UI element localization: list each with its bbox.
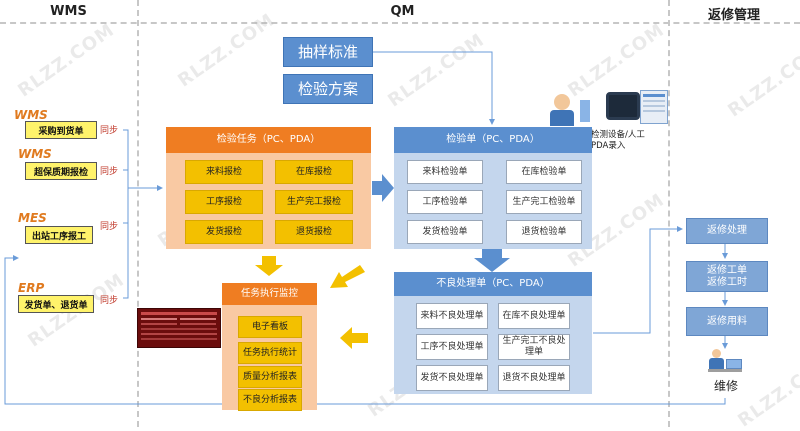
lane-title-repair: 返修管理 [707, 8, 760, 23]
dashboard-thumbnail [137, 308, 221, 348]
lane-title-qm: QM [390, 4, 415, 19]
source-system-label: MES [18, 211, 47, 225]
defect-item[interactable]: 在库不良处理单 [498, 303, 570, 329]
lane-divider-qm-repair [668, 0, 670, 427]
repair-step[interactable]: 返修处理 [686, 218, 768, 244]
defect-item[interactable]: 退货不良处理单 [498, 365, 570, 391]
sync-label: 同步 [100, 126, 119, 136]
task-item[interactable]: 退货报检 [275, 220, 353, 244]
defect-panel-title: 不良处理单（PC、PDA） [394, 272, 592, 296]
monitor-panel-title: 任务执行监控 [222, 283, 317, 305]
sync-label: 同步 [100, 222, 119, 232]
sampling-standard-button[interactable]: 抽样标准 [283, 37, 373, 67]
task-panel-title: 检验任务（PC、PDA） [166, 127, 371, 153]
source-doc[interactable]: 发货单、退货单 [18, 295, 94, 313]
inspection-item[interactable]: 来料检验单 [407, 160, 483, 184]
task-item[interactable]: 工序报检 [185, 190, 263, 214]
defect-item[interactable]: 发货不良处理单 [416, 365, 488, 391]
sync-label: 同步 [100, 167, 119, 177]
inspection-item[interactable]: 发货检验单 [407, 220, 483, 244]
tablet-icon [606, 92, 640, 120]
monitor-item[interactable]: 任务执行统计 [238, 342, 302, 364]
inspection-item[interactable]: 在库检验单 [506, 160, 582, 184]
task-item[interactable]: 发货报检 [185, 220, 263, 244]
task-item[interactable]: 生产完工报检 [275, 190, 353, 214]
inspection-item[interactable]: 生产完工检验单 [506, 190, 582, 214]
screen-icon [640, 90, 668, 124]
defect-item[interactable]: 来料不良处理单 [416, 303, 488, 329]
monitor-item[interactable]: 不良分析报表 [238, 389, 302, 411]
source-doc[interactable]: 采购到货单 [25, 121, 97, 139]
defect-item[interactable]: 生产完工不良处理单 [498, 334, 570, 360]
device-illustration [548, 86, 668, 128]
inspection-panel-title: 检验单（PC、PDA） [394, 127, 592, 153]
task-item[interactable]: 在库报检 [275, 160, 353, 184]
lane-divider-wms-qm [137, 0, 139, 427]
inspection-item[interactable]: 工序检验单 [407, 190, 483, 214]
source-system-label: WMS [14, 108, 48, 122]
lane-header-divider [0, 22, 800, 24]
source-doc[interactable]: 超保质期报检 [25, 162, 97, 180]
source-doc[interactable]: 出站工序报工 [25, 226, 93, 244]
person-body-icon [550, 110, 574, 126]
repair-label: 维修 [713, 379, 738, 393]
device-label: 检测设备/人工 PDA录入 [591, 130, 645, 151]
instrument-icon [580, 100, 590, 122]
inspection-item[interactable]: 退货检验单 [506, 220, 582, 244]
source-system-label: WMS [18, 147, 52, 161]
repair-worker-icon [708, 349, 742, 373]
monitor-item[interactable]: 电子看板 [238, 316, 302, 338]
repair-step[interactable]: 返修工单 返修工时 [686, 261, 768, 292]
inspection-plan-button[interactable]: 检验方案 [283, 74, 373, 104]
defect-item[interactable]: 工序不良处理单 [416, 334, 488, 360]
task-item[interactable]: 来料报检 [185, 160, 263, 184]
monitor-item[interactable]: 质量分析报表 [238, 366, 302, 388]
repair-step[interactable]: 返修用料 [686, 307, 768, 336]
sync-label: 同步 [100, 296, 119, 306]
lane-title-wms: WMS [50, 4, 87, 19]
source-system-label: ERP [18, 281, 45, 295]
person-icon [554, 94, 570, 110]
